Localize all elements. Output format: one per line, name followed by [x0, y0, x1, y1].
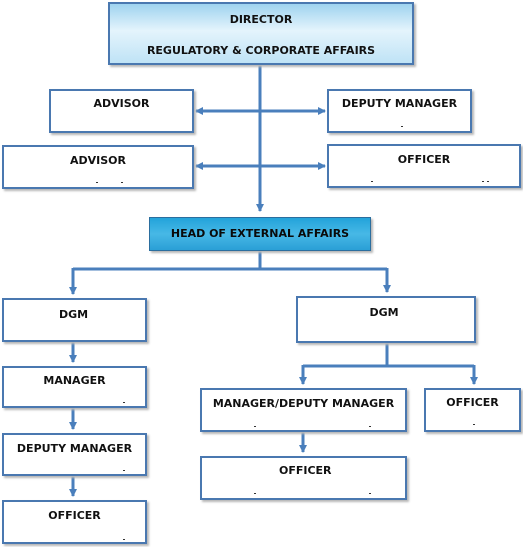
right-officer-side-box: OFFICER: [424, 388, 521, 432]
advisor-box-1: ADVISOR: [49, 89, 194, 133]
deputy-manager-staff-box: DEPUTY MANAGER: [327, 89, 472, 133]
placeholder-dot: [254, 493, 256, 494]
advisor-2-title: ADVISOR: [70, 154, 126, 167]
left-dgm-box: DGM: [2, 298, 147, 342]
director-box: DIRECTOR REGULATORY & CORPORATE AFFAIRS: [108, 2, 414, 65]
placeholder-dot: [487, 181, 489, 182]
placeholder-dot: [473, 424, 475, 425]
placeholder-dot: [369, 493, 371, 494]
left-officer-box: OFFICER: [2, 500, 147, 544]
placeholder-dot: [123, 539, 125, 540]
placeholder-dot: [482, 181, 484, 182]
left-deputy-manager-box: DEPUTY MANAGER: [2, 433, 147, 476]
director-title: DIRECTOR: [229, 13, 293, 26]
right-manager-deputy-box: MANAGER/DEPUTY MANAGER: [200, 388, 407, 432]
left-deputy-manager-title: DEPUTY MANAGER: [16, 442, 133, 455]
left-dgm-title: DGM: [58, 308, 89, 321]
left-manager-title: MANAGER: [43, 374, 106, 387]
placeholder-dot: [121, 182, 123, 183]
advisor-box-2: ADVISOR: [2, 145, 194, 189]
officer-staff-title: OFFICER: [397, 153, 451, 166]
left-manager-box: MANAGER: [2, 366, 147, 408]
left-officer-title: OFFICER: [48, 509, 101, 522]
head-title: HEAD OF EXTERNAL AFFAIRS: [170, 227, 350, 240]
placeholder-dot: [369, 426, 371, 427]
right-manager-deputy-title: MANAGER/DEPUTY MANAGER: [212, 397, 395, 410]
officer-staff-box: OFFICER: [327, 144, 521, 188]
director-department: REGULATORY & CORPORATE AFFAIRS: [146, 44, 376, 57]
right-officer-side-title: OFFICER: [446, 396, 499, 409]
right-officer-below-title: OFFICER: [279, 464, 332, 477]
placeholder-dot: [123, 402, 125, 403]
right-officer-below-box: OFFICER: [200, 456, 407, 500]
head-of-external-affairs-box: HEAD OF EXTERNAL AFFAIRS: [149, 217, 371, 251]
placeholder-dot: [254, 426, 256, 427]
deputy-manager-staff-title: DEPUTY MANAGER: [341, 97, 458, 110]
placeholder-dot: [123, 470, 125, 471]
placeholder-dot: [371, 181, 373, 182]
placeholder-dot: [96, 182, 98, 183]
right-dgm-title: DGM: [369, 306, 399, 319]
advisor-1-title: ADVISOR: [93, 97, 150, 110]
placeholder-dot: [401, 126, 403, 127]
right-dgm-box: DGM: [296, 296, 476, 343]
